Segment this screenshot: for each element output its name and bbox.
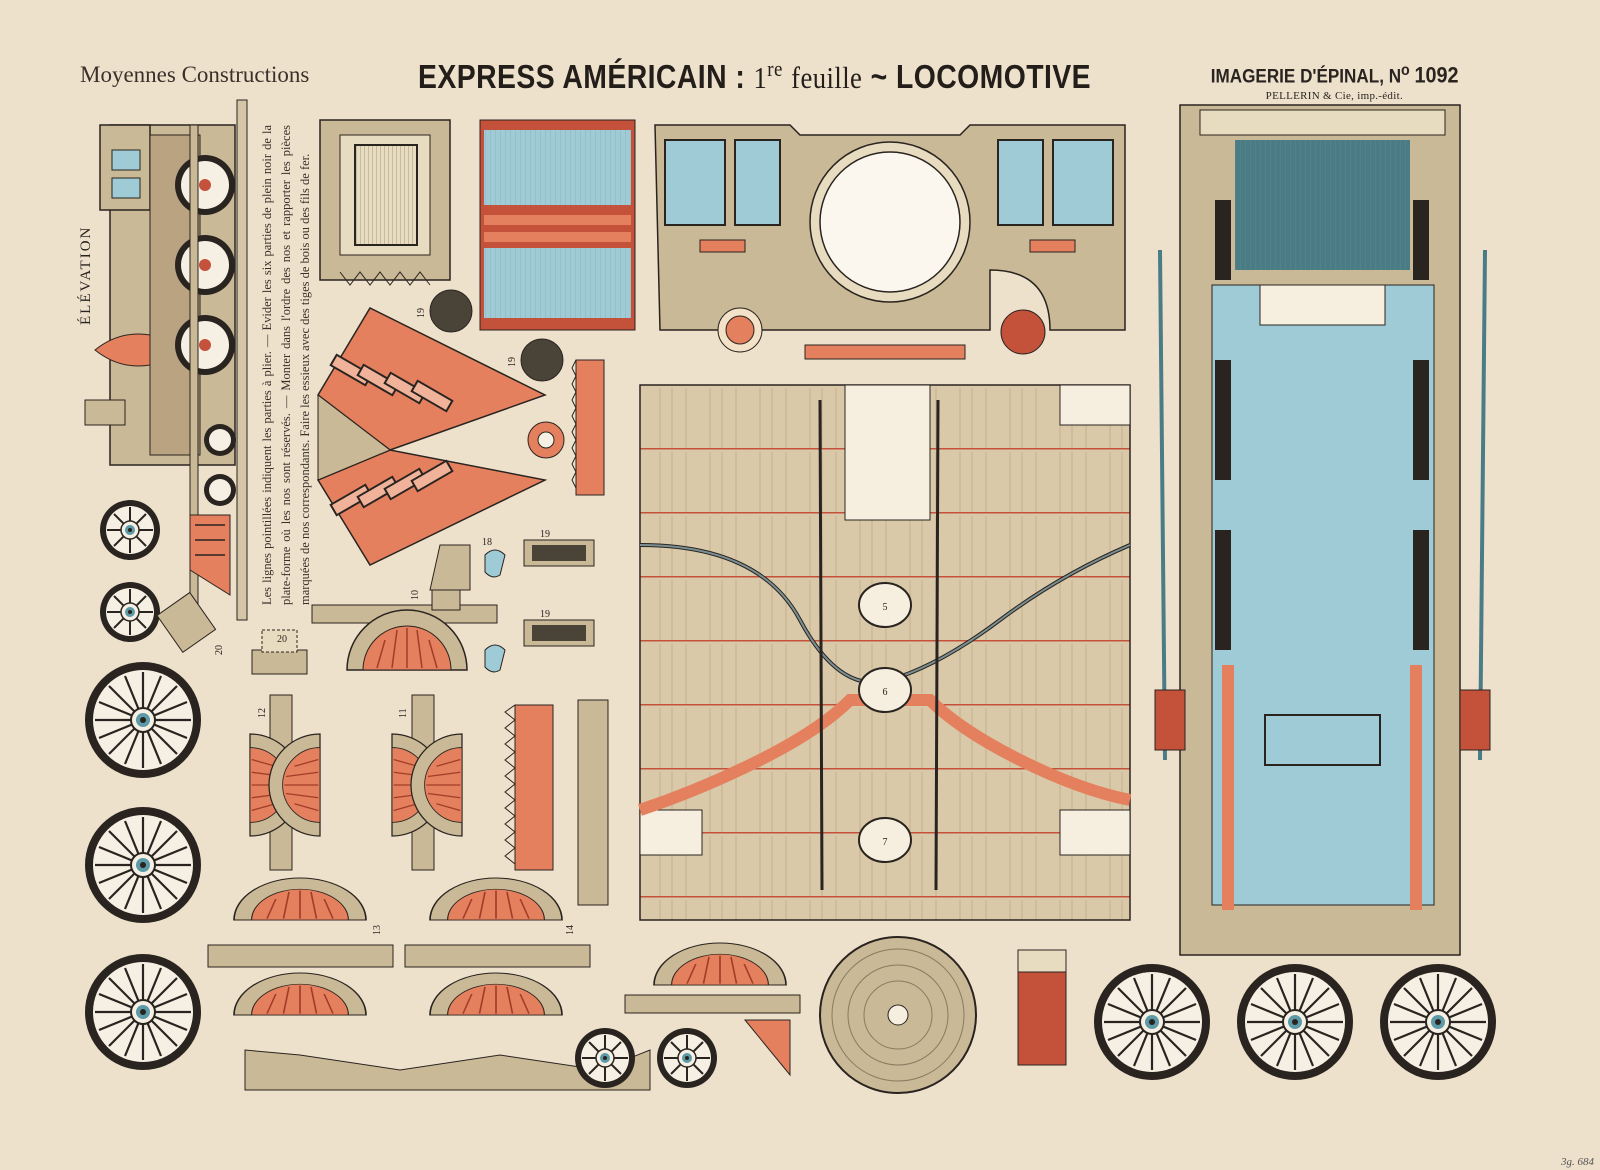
- svg-text:19: 19: [507, 357, 518, 367]
- series-label: Moyennes Constructions: [80, 62, 310, 87]
- elevation-label: ÉLÉVATION: [78, 225, 94, 325]
- title-sup: re: [767, 56, 783, 81]
- printer-line: PELLERIN & Cie, imp.-édit.: [1265, 90, 1403, 103]
- svg-text:10: 10: [410, 590, 421, 600]
- floor-platform: 5 6 7: [638, 384, 1132, 921]
- small-bits: 19 19 18: [429, 529, 595, 673]
- blue-side-panel: [479, 119, 636, 331]
- saw-blade-14: [504, 699, 609, 906]
- svg-text:12: 12: [257, 708, 268, 718]
- elevation-drawing: [84, 99, 248, 621]
- svg-text:19: 19: [416, 308, 427, 318]
- roof-wings: [316, 307, 548, 566]
- wheels-bottom: [1092, 962, 1498, 1082]
- cab-box: [319, 119, 451, 286]
- svg-text:7: 7: [883, 837, 888, 848]
- bottom-parts: [574, 942, 801, 1089]
- svg-text:19: 19: [540, 609, 550, 620]
- archive-stamp: 3g. 684: [1561, 1156, 1594, 1168]
- page-title: EXPRESS AMÉRICAIN : 1re feuille ~ LOCOMO…: [418, 58, 1091, 96]
- publisher-line: IMAGERIE D'ÉPINAL, N: [1210, 66, 1401, 88]
- title-main: EXPRESS AMÉRICAIN :: [418, 58, 746, 95]
- lamp-and-disc: [717, 307, 1046, 360]
- svg-text:5: 5: [883, 602, 888, 613]
- publisher-sup: o: [1400, 62, 1410, 79]
- svg-text:20: 20: [214, 645, 225, 655]
- publisher-number: 1092: [1414, 62, 1459, 88]
- front-frame: [654, 124, 1126, 331]
- svg-text:14: 14: [565, 925, 576, 935]
- discs: 19 19: [416, 289, 565, 459]
- red-block: [1017, 949, 1067, 1066]
- svg-text:18: 18: [482, 537, 492, 548]
- svg-text:20: 20: [277, 634, 287, 645]
- svg-text:11: 11: [398, 708, 409, 718]
- round-drum: [819, 936, 977, 1094]
- middle-strips: 12 11: [249, 694, 463, 871]
- strip-and-segment: 10: [311, 589, 498, 671]
- publisher-block: IMAGERIE D'ÉPINAL, No 1092 PELLERIN & Ci…: [1197, 62, 1472, 102]
- title-subject: LOCOMOTIVE: [895, 58, 1092, 95]
- svg-text:6: 6: [883, 687, 888, 698]
- lower-segments: 13 14: [207, 877, 651, 1091]
- small-pieces-20: 20 20: [156, 591, 308, 675]
- svg-text:13: 13: [372, 925, 383, 935]
- svg-text:19: 19: [540, 529, 550, 540]
- saw-strip: [571, 359, 605, 496]
- assembly-instructions: Les lignes pointillées indiquent les par…: [260, 125, 312, 605]
- title-dash: ~: [870, 58, 888, 95]
- tender-chassis: [1154, 104, 1491, 956]
- title-sheet-word: feuille: [791, 60, 863, 95]
- wheels-left: [83, 499, 203, 1072]
- title-sheet-num: 1: [753, 60, 768, 95]
